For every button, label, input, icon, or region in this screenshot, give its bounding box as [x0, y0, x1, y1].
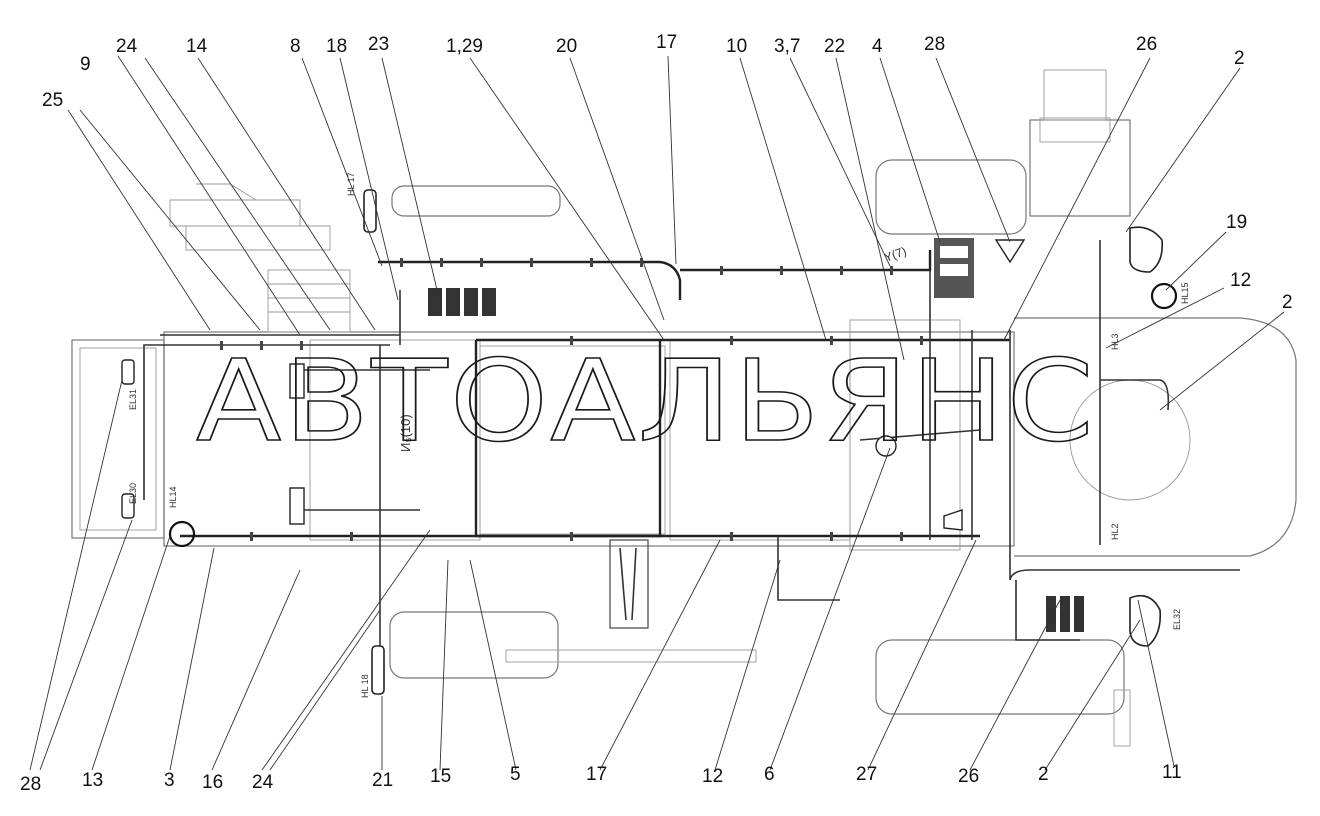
leader-lines	[29, 55, 1285, 771]
label-el30: EL30	[128, 483, 138, 504]
label-el32: EL32	[1172, 609, 1182, 630]
rear-wheel-top	[391, 185, 561, 217]
callout-top-23: 23	[368, 34, 389, 55]
callouts-bottom: 28 13 3 16 24 21 15 5 17 12 6 27 26 2 11	[20, 762, 1182, 795]
label-marker: И₅(10)	[398, 414, 413, 452]
lamp-el31	[121, 359, 135, 385]
step-ladder	[267, 269, 351, 333]
horn-ring-left	[168, 520, 196, 548]
operator-seat	[1029, 119, 1131, 217]
callout-top-10: 10	[726, 36, 747, 57]
callout-left-25: 25	[42, 90, 63, 111]
label-hl15: HL15	[1180, 282, 1190, 304]
watermark: АВТОАЛЬЯНС	[196, 337, 1096, 467]
callout-top-22: 22	[824, 36, 845, 57]
relay-block	[428, 288, 496, 316]
front-hood-outline	[1014, 317, 1297, 557]
callout-top-24: 24	[116, 36, 138, 57]
callout-bottom-15: 15	[430, 766, 451, 787]
horn-ring-right	[1150, 282, 1178, 310]
callout-right-12: 12	[1230, 270, 1251, 291]
callout-bottom-6: 6	[764, 764, 775, 785]
callout-bottom-11: 11	[1162, 762, 1182, 783]
callout-bottom-12: 12	[702, 766, 723, 787]
callouts-top: 24 14 8 18 23 1,29 20 17 10 3,7 22 4 28 …	[116, 32, 1245, 69]
callout-top-2: 2	[1234, 48, 1245, 69]
connector-cluster	[934, 238, 974, 298]
lamp-hl17	[363, 189, 377, 233]
callout-top-26: 26	[1136, 34, 1157, 55]
headlamp-bottom	[1129, 594, 1162, 647]
callout-bottom-21: 21	[372, 770, 393, 791]
callout-bottom-3: 3	[164, 770, 175, 791]
rear-platform	[71, 339, 165, 539]
callout-top-20: 20	[556, 36, 577, 57]
callout-bottom-2: 2	[1038, 764, 1049, 785]
relay-block-front	[1046, 596, 1084, 632]
callout-right-2: 2	[1282, 292, 1293, 313]
callout-top-1-29: 1,29	[446, 36, 483, 57]
front-wheel-bottom	[875, 639, 1125, 715]
callout-top-14: 14	[186, 36, 208, 57]
callout-top-28: 28	[924, 34, 945, 55]
label-hl42: HL2	[1110, 523, 1120, 540]
callout-bottom-5: 5	[510, 764, 521, 785]
label-el31: EL31	[128, 389, 138, 410]
label-hl14: HL14	[168, 486, 178, 508]
callouts-left: 9 25	[42, 54, 91, 111]
callout-top-8: 8	[290, 36, 301, 57]
callout-top-3-7: 3,7	[774, 36, 800, 57]
lamp-hl18	[371, 645, 385, 695]
label-hl18: HL 18	[360, 674, 370, 698]
callout-left-9: 9	[80, 54, 91, 75]
callout-bottom-24: 24	[252, 772, 274, 793]
callout-top-17: 17	[656, 32, 677, 53]
callout-bottom-17: 17	[586, 764, 607, 785]
callouts-right: 19 12 2	[1226, 212, 1293, 313]
label-hl43: HL3	[1110, 333, 1120, 350]
callout-right-19: 19	[1226, 212, 1247, 233]
callout-bottom-27: 27	[856, 764, 877, 785]
callout-top-18: 18	[326, 36, 347, 57]
callout-top-4: 4	[872, 36, 883, 57]
callout-bottom-26: 26	[958, 766, 979, 787]
headlamp-top	[1129, 226, 1164, 273]
main-frame	[163, 331, 1015, 547]
callout-bottom-28: 28	[20, 774, 41, 795]
callout-bottom-13: 13	[82, 770, 103, 791]
callout-bottom-16: 16	[202, 772, 223, 793]
lamp-el30	[121, 493, 135, 519]
front-wheel-top	[875, 159, 1027, 235]
wire-harness	[121, 189, 1240, 695]
rear-wheel-bottom	[389, 611, 559, 679]
label-yv: Y(7)	[882, 244, 908, 265]
